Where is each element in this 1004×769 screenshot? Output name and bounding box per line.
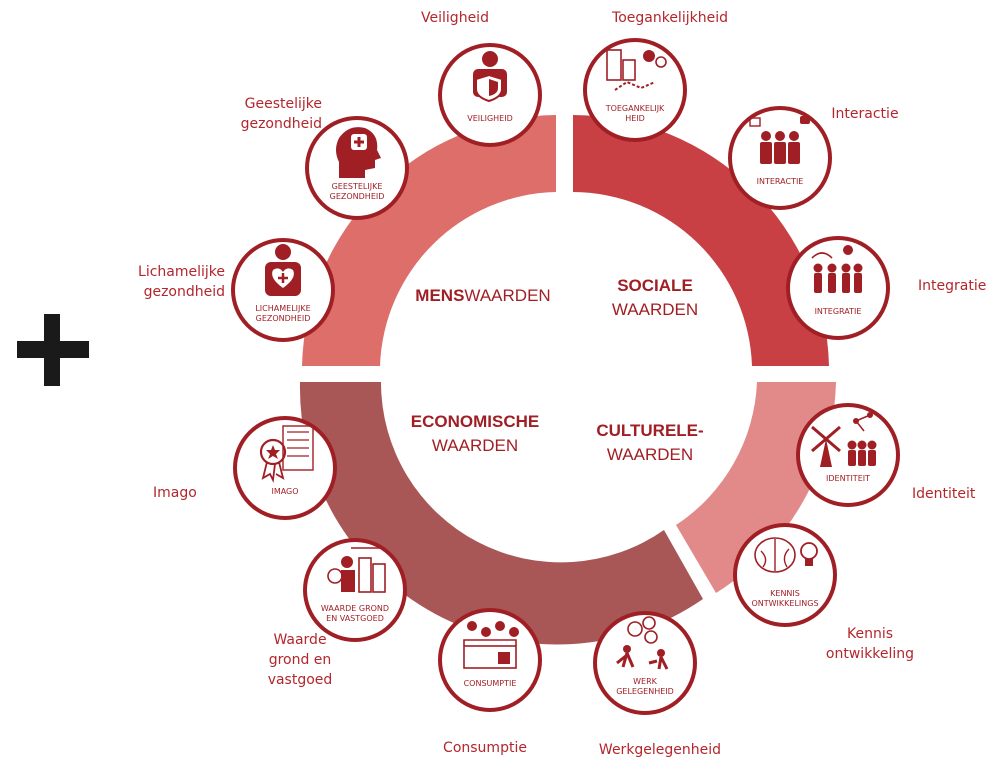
outer-label-werkgelegenheid: Werkgelegenheid (598, 742, 722, 758)
badge-kennis-circle (733, 523, 837, 627)
quadrant-rest-mens: WAARDEN (464, 286, 551, 305)
quadrant-label-culturele: CULTURELE- WAARDEN (585, 419, 715, 467)
outer-label-interactie: Interactie (831, 106, 899, 122)
quadrant-bold-mens: MENS (415, 286, 465, 305)
culturele-waarden-segment (676, 382, 836, 593)
badge-werkgelegenheid-circle (593, 611, 697, 715)
sociale-waarden-segment (573, 115, 829, 366)
badge-veiligheid-label: VEILIGHEID (467, 114, 513, 123)
shop-pins-icon (463, 621, 519, 669)
person-shield-icon (473, 51, 507, 103)
quadrant-label-mens: MENSWAARDEN (393, 284, 573, 308)
badge-identiteit-label: IDENTITEIT (826, 474, 870, 483)
outer-label-veiligheid: Veiligheid (421, 10, 489, 26)
quadrant-bold-sociale: SOCIALE (617, 276, 693, 295)
badge-imago-circle (233, 416, 337, 520)
badge-identiteit: IDENTITEIT (796, 403, 900, 507)
badge-imago-label: IMAGO (271, 487, 298, 496)
badge-integratie-label: INTEGRATIE (815, 307, 862, 316)
outer-label-identiteit: Identiteit (912, 486, 976, 502)
outer-label-toegankelijkheid: Toegankelijkheid (612, 10, 728, 26)
quadrant-rest-sociale: WAARDEN (611, 300, 699, 319)
quadrant-rest-culturele: WAARDEN (606, 445, 694, 464)
outer-label-lichamelijke: Lichamelijke gezondheid (138, 264, 225, 300)
badge-integratie-circle (786, 236, 890, 340)
buildings-value-icon (327, 547, 386, 593)
award-ribbon-icon (259, 425, 314, 484)
city-map-pin-icon (606, 49, 667, 91)
quadrant-label-economische: ECONOMISCHE WAARDEN (400, 410, 550, 458)
quadrant-label-sociale: SOCIALE WAARDEN (590, 274, 720, 322)
outer-label-geestelijke: Geestelijke gezondheid (240, 96, 322, 132)
badge-consumptie: CONSUMPTIE (438, 608, 542, 712)
windmill-people-icon (811, 412, 877, 467)
outer-label-integratie: Integratie (918, 278, 987, 294)
outer-label-imago: Imago (153, 485, 197, 501)
head-cross-icon (336, 127, 381, 178)
badge-interactie-label: INTERACTIE (757, 177, 804, 186)
outer-label-kennis: Kennis ontwikkeling (825, 626, 915, 662)
badge-toegankelijkheid-circle (583, 38, 687, 142)
quadrant-bold-culturele: CULTURELE- (596, 421, 704, 440)
badge-veiligheid: VEILIGHEID (438, 43, 542, 147)
outer-label-consumptie: Consumptie (443, 740, 527, 756)
group-activity-icon (811, 245, 863, 293)
brain-bulb-icon (754, 537, 818, 573)
outer-label-waarde-grond: Waarde grond en vastgoed (267, 632, 333, 688)
badge-consumptie-circle (438, 608, 542, 712)
badge-imago: IMAGO (233, 416, 337, 520)
mens-waarden-segment (302, 115, 556, 366)
worker-euro-icon (616, 616, 669, 670)
quadrant-rest-economische: WAARDEN (431, 436, 519, 455)
badge-consumptie-label: CONSUMPTIE (464, 679, 517, 688)
plus-icon-bar (17, 341, 89, 358)
quadrant-bold-economische: ECONOMISCHE (410, 412, 540, 431)
badge-interactie: INTERACTIE (728, 106, 832, 210)
person-heart-icon (265, 244, 301, 296)
people-chat-icon (749, 116, 810, 164)
badge-integratie: INTEGRATIE (786, 236, 890, 340)
